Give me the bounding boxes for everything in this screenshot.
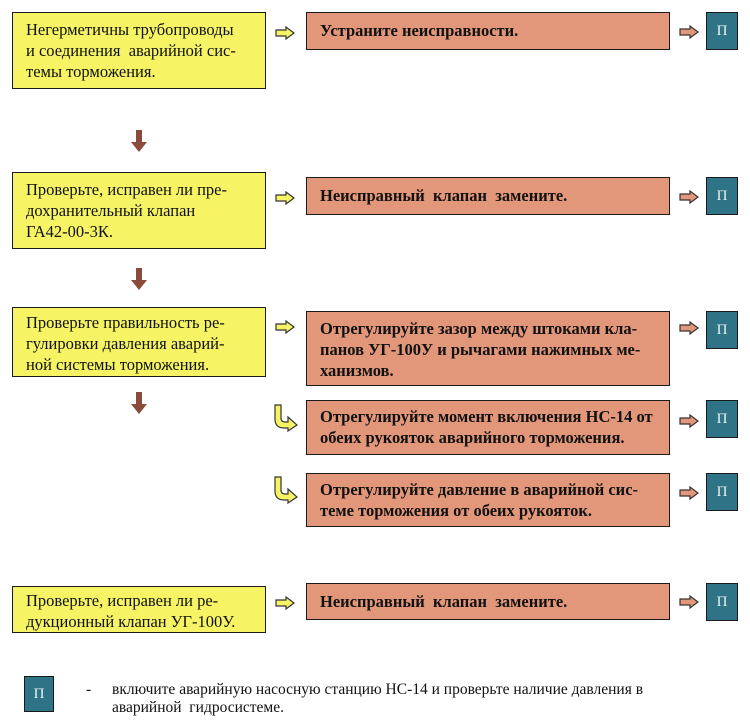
action-text: Отрегулируйте давление в аварийной сис- … <box>320 480 639 520</box>
right-arrow-icon <box>275 596 295 610</box>
terminal-box-p: П <box>706 473 738 511</box>
action-text: Отрегулируйте момент включения НС-14 от … <box>320 407 653 447</box>
action-box-replace-valve: Неисправный клапан замените. <box>306 177 670 215</box>
right-arrow-icon <box>679 25 699 39</box>
action-text: Неисправный клапан замените. <box>320 592 568 611</box>
terminal-box-p: П <box>706 400 738 438</box>
terminal-box-p: П <box>706 12 738 50</box>
action-box-adjust-ns14: Отрегулируйте момент включения НС-14 от … <box>306 400 670 455</box>
action-box-fix-faults: Устраните неисправности. <box>306 12 670 50</box>
terminal-box-p: П <box>706 583 738 621</box>
right-arrow-icon <box>275 320 295 334</box>
right-arrow-icon <box>679 595 699 609</box>
terminal-box-p: П <box>706 177 738 215</box>
check-text: Проверьте, исправен ли ре- дукционный кл… <box>26 591 236 631</box>
right-arrow-icon <box>679 321 699 335</box>
right-arrow-icon <box>679 190 699 204</box>
check-text: Проверьте правильность ре- гулировки дав… <box>26 313 225 374</box>
curved-branch-arrow-icon <box>274 404 298 432</box>
curved-branch-arrow-icon <box>274 476 298 504</box>
down-arrow-icon <box>131 268 147 290</box>
action-text: Отрегулируйте зазор между штоками кла- п… <box>320 319 641 380</box>
check-box-leaks: Негерметичны трубопроводы и соединения а… <box>12 12 266 89</box>
check-box-pressure-adjust: Проверьте правильность ре- гулировки дав… <box>12 307 266 377</box>
right-arrow-icon <box>679 414 699 428</box>
check-text: Проверьте, исправен ли пре- дохранительн… <box>26 180 227 241</box>
action-box-adjust-gap: Отрегулируйте зазор между штоками кла- п… <box>306 311 670 386</box>
action-box-replace-valve-2: Неисправный клапан замените. <box>306 583 670 620</box>
down-arrow-icon <box>131 130 147 152</box>
action-text: Неисправный клапан замените. <box>320 186 568 205</box>
legend-symbol: П <box>24 676 54 712</box>
action-text: Устраните неисправности. <box>320 21 519 40</box>
check-box-safety-valve: Проверьте, исправен ли пре- дохранительн… <box>12 172 266 249</box>
terminal-box-p: П <box>706 311 738 349</box>
down-arrow-icon <box>131 392 147 414</box>
check-text: Негерметичны трубопроводы и соединения а… <box>26 20 236 81</box>
right-arrow-icon <box>679 486 699 500</box>
right-arrow-icon <box>275 26 295 40</box>
legend-text: включите аварийную насосную станцию НС-1… <box>112 681 644 716</box>
check-box-reducing-valve: Проверьте, исправен ли ре- дукционный кл… <box>12 586 266 633</box>
legend-dash: - <box>86 681 92 698</box>
action-box-adjust-pressure: Отрегулируйте давление в аварийной сис- … <box>306 473 670 527</box>
right-arrow-icon <box>275 191 295 205</box>
